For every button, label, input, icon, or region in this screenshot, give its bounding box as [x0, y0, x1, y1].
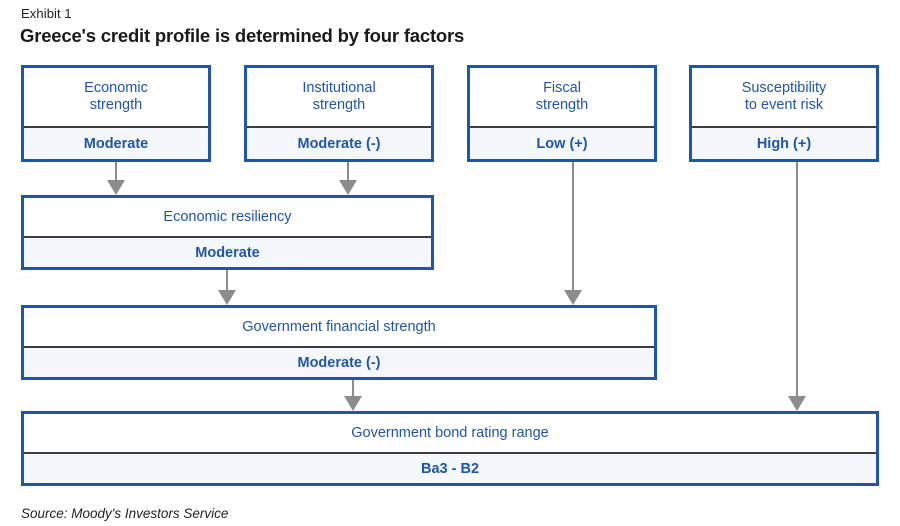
factor-title-line2: strength [535, 97, 589, 113]
divider [692, 126, 876, 128]
factor-box-susceptibility-to-event-risk: Susceptibility to event risk High (+) [689, 65, 879, 162]
aggregate-title-government-bond-rating-range: Government bond rating range [24, 414, 876, 452]
factor-box-economic-strength: Economic strength Moderate [21, 65, 211, 162]
aggregate-box-government-financial-strength: Government financial strength Moderate (… [21, 305, 657, 380]
divider [247, 126, 431, 128]
factor-value-economic-strength: Moderate [24, 128, 208, 159]
arrow-government-financial-strength-to-bond-rating-range [344, 380, 362, 411]
divider [24, 126, 208, 128]
aggregate-title-government-financial-strength: Government financial strength [24, 308, 654, 346]
divider [470, 126, 654, 128]
factor-title-susceptibility-to-event-risk: Susceptibility to event risk [692, 68, 876, 126]
factor-title-line2: strength [89, 97, 143, 113]
aggregate-value-economic-resiliency: Moderate [24, 238, 431, 267]
factor-value-fiscal-strength: Low (+) [470, 128, 654, 159]
arrow-economic-resiliency-to-government-financial-strength [218, 270, 236, 305]
factor-box-institutional-strength: Institutional strength Moderate (-) [244, 65, 434, 162]
arrow-susceptibility-to-bond-rating-range [788, 162, 806, 411]
factor-title-institutional-strength: Institutional strength [247, 68, 431, 126]
divider [24, 346, 654, 348]
divider [24, 452, 876, 454]
factor-title-fiscal-strength: Fiscal strength [470, 68, 654, 126]
arrow-fiscal-strength-to-government-financial-strength [564, 162, 582, 305]
arrow-economic-strength-to-resiliency [107, 162, 125, 195]
factor-box-fiscal-strength: Fiscal strength Low (+) [467, 65, 657, 162]
factor-title-economic-strength: Economic strength [24, 68, 208, 126]
factor-title-line1: Susceptibility [741, 80, 827, 96]
factor-title-line1: Economic [84, 80, 148, 96]
aggregate-value-government-bond-rating-range: Ba3 - B2 [24, 454, 876, 483]
factor-title-line1: Fiscal [543, 80, 581, 96]
arrow-institutional-strength-to-resiliency [339, 162, 357, 195]
page-title: Greece's credit profile is determined by… [20, 25, 465, 46]
exhibit-label: Exhibit 1 [21, 6, 72, 21]
factor-value-institutional-strength: Moderate (-) [247, 128, 431, 159]
source-note: Source: Moody's Investors Service [21, 506, 229, 521]
divider [24, 236, 431, 238]
factor-title-line1: Institutional [302, 80, 376, 96]
aggregate-title-economic-resiliency: Economic resiliency [24, 198, 431, 236]
factor-value-susceptibility-to-event-risk: High (+) [692, 128, 876, 159]
factor-title-line2: to event risk [744, 97, 824, 113]
factor-title-line2: strength [312, 97, 366, 113]
aggregate-box-government-bond-rating-range: Government bond rating range Ba3 - B2 [21, 411, 879, 486]
aggregate-box-economic-resiliency: Economic resiliency Moderate [21, 195, 434, 270]
aggregate-value-government-financial-strength: Moderate (-) [24, 348, 654, 377]
